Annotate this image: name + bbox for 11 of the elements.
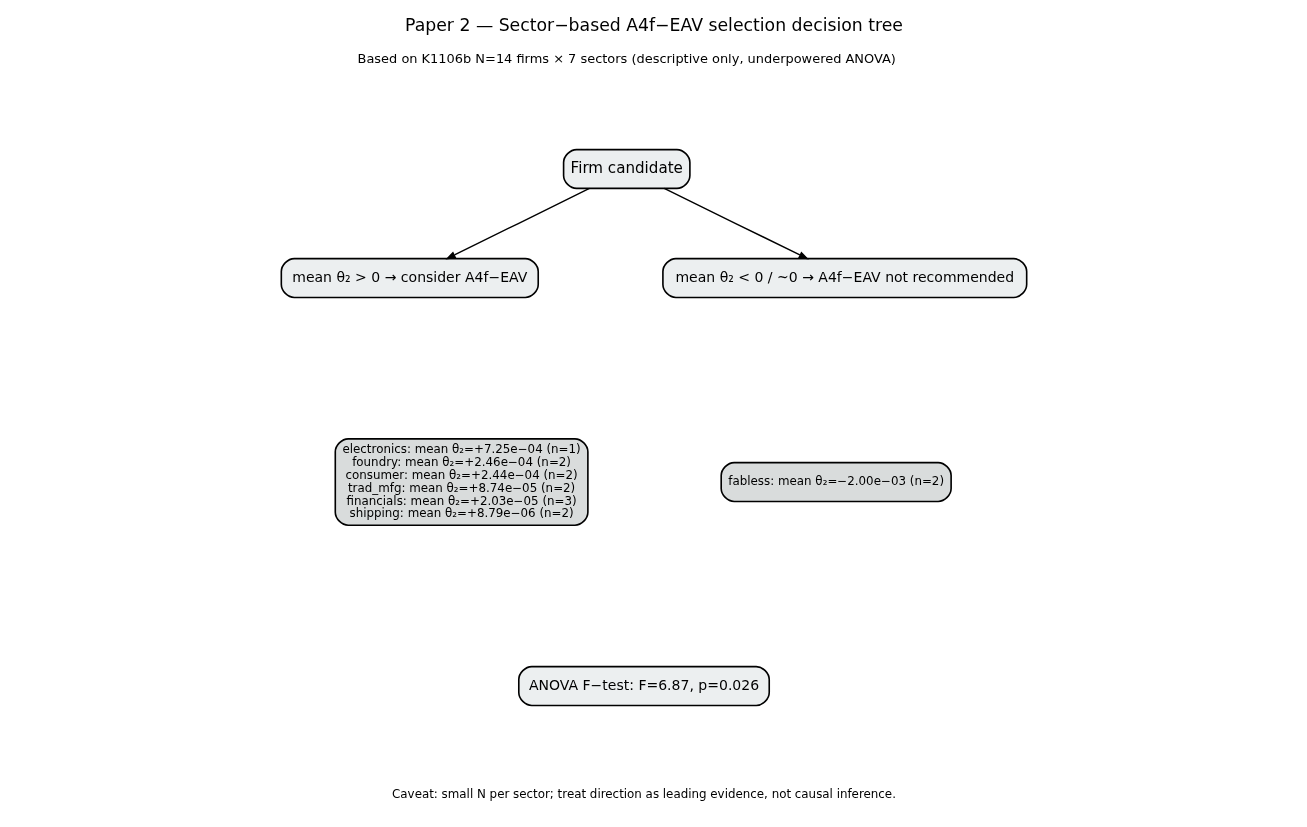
node-box: Firm candidate [562, 148, 691, 190]
caption: Caveat: small N per sector; treat direction as leading evidence, not causal inference. [391, 787, 896, 802]
diagram-title: Paper 2 — Sector−based A4f−EAV selection decision tree [404, 14, 903, 35]
node-box: ANOVA F−test: F=6.87, p=0.026 [517, 665, 770, 707]
label: Based on K1106b N=14 firms × 7 sectors (descriptive only, underpowered ANOVA) [357, 51, 896, 67]
node-box: fabless: mean θ₂=−2.00e−03 (n=2) [719, 461, 952, 503]
node-box: mean θ₂ > 0 → consider A4f−EAV [280, 257, 539, 299]
arrow [444, 187, 590, 260]
node-box: mean θ₂ < 0 / ~0 → A4f−EAV not recommended [661, 257, 1027, 299]
arrow [663, 187, 809, 260]
node-box: electronics: mean θ₂=+7.25e−04 (n=1) foundry: mean θ₂=+2.46e−04 (n=2) consumer: mean θ₂=+2.44e−04 (n=2) trad_mfg: mean θ₂=+8.74e−05 (n=2) financials: mean θ₂=+2.03e−05 (n=3) shipping: mean θ₂=+8.79e−06 (n=2) [334, 438, 589, 527]
